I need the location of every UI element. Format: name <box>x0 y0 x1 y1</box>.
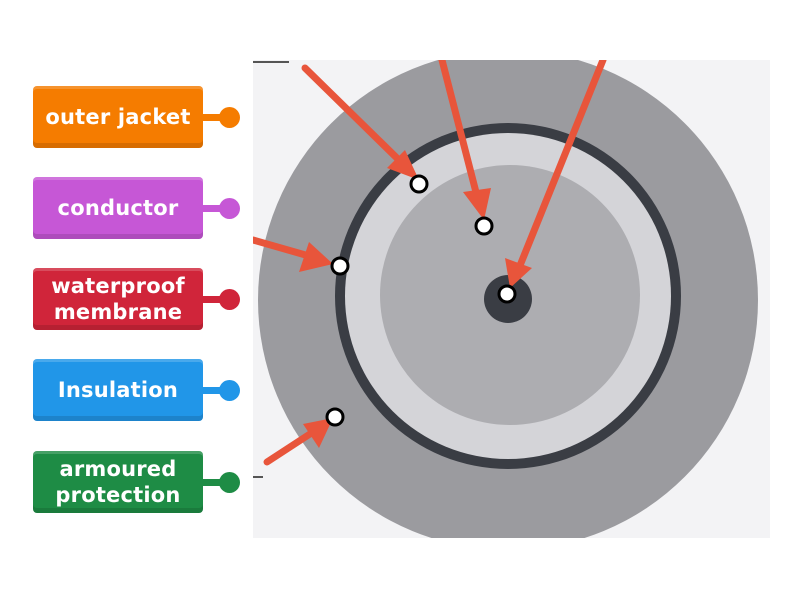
drop-target-pin[interactable] <box>330 256 350 276</box>
drop-target-pin[interactable] <box>409 174 429 194</box>
label-text: outer jacket <box>45 105 191 129</box>
connector-stem <box>203 296 225 303</box>
connector-stem <box>203 114 225 121</box>
label-text: armoured protection <box>55 457 181 507</box>
label-waterproof-membrane[interactable]: waterproof membrane <box>33 268 203 330</box>
drop-target-pin[interactable] <box>325 407 345 427</box>
label-conductor[interactable]: conductor <box>33 177 203 239</box>
label-outer-jacket[interactable]: outer jacket <box>33 86 203 148</box>
connector-stem <box>203 387 225 394</box>
label-text: conductor <box>57 196 179 220</box>
drop-target-pin[interactable] <box>474 216 494 236</box>
label-insulation[interactable]: Insulation <box>33 359 203 421</box>
connector-knob[interactable] <box>219 107 240 128</box>
label-text: waterproof membrane <box>51 274 185 324</box>
connector-stem <box>203 205 225 212</box>
label-text: Insulation <box>57 378 179 402</box>
label-armoured-protection[interactable]: armoured protection <box>33 451 203 513</box>
drop-target-pin[interactable] <box>497 284 517 304</box>
connector-knob[interactable] <box>219 472 240 493</box>
connector-stem <box>203 479 225 486</box>
connector-knob[interactable] <box>219 198 240 219</box>
connector-knob[interactable] <box>219 380 240 401</box>
connector-knob[interactable] <box>219 289 240 310</box>
